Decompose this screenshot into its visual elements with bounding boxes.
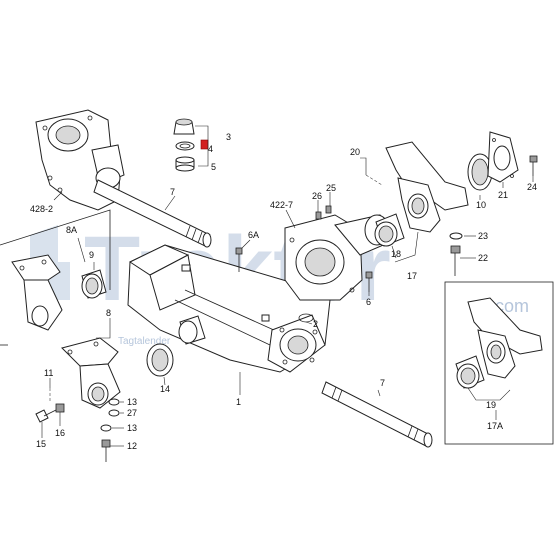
callout-8a: 8A — [66, 225, 77, 235]
seal-10 — [467, 153, 493, 191]
callout-17a: 17A — [487, 421, 503, 431]
callout-13-lower: 13 — [127, 423, 137, 433]
callout-4: 4 — [208, 144, 213, 154]
callout-9: 9 — [89, 250, 94, 260]
knuckle-17a — [467, 297, 543, 379]
callout-10: 10 — [476, 200, 486, 210]
bolt-24 — [529, 155, 538, 176]
callout-7-upper: 7 — [170, 187, 175, 197]
nut-16 — [55, 403, 65, 413]
bolt-6 — [365, 271, 373, 292]
bracket-8 — [61, 337, 121, 409]
callout-13-upper: 13 — [127, 397, 137, 407]
inset-box-17a — [444, 281, 554, 445]
callout-17: 17 — [407, 271, 417, 281]
callout-20: 20 — [350, 147, 360, 157]
callout-6: 6 — [366, 297, 371, 307]
parts-3-4-5 — [173, 118, 209, 172]
callout-labels: 3 4 5 7 428-2 20 26 25 422-7 10 21 24 23… — [30, 132, 537, 451]
callout-24: 24 — [527, 182, 537, 192]
callout-12: 12 — [127, 441, 137, 451]
callout-14: 14 — [160, 384, 170, 394]
bolt-15 — [35, 409, 57, 423]
callout-26: 26 — [312, 191, 322, 201]
callout-422-7: 422-7 — [270, 200, 293, 210]
callout-21: 21 — [498, 190, 508, 200]
axle-housing-1 — [127, 244, 331, 373]
callout-25: 25 — [326, 183, 336, 193]
washers-13-27 — [100, 398, 120, 432]
callout-1: 1 — [236, 397, 241, 407]
shaft-7-lower — [321, 381, 433, 448]
callout-11: 11 — [44, 368, 53, 378]
bushing-18 — [374, 213, 405, 247]
callout-22: 22 — [478, 253, 488, 263]
bracket-8a — [11, 254, 63, 331]
callout-19: 19 — [486, 400, 496, 410]
callout-5: 5 — [211, 162, 216, 172]
bushing-19 — [455, 355, 485, 389]
left-frame-line — [0, 209, 111, 290]
bushing-9 — [81, 269, 107, 299]
callout-15: 15 — [36, 439, 46, 449]
seal-14 — [146, 343, 174, 377]
callout-428-2: 428-2 — [30, 204, 53, 214]
callout-16: 16 — [55, 428, 65, 438]
bolt-6a — [235, 247, 243, 272]
callout-8: 8 — [106, 308, 111, 318]
callout-6a: 6A — [248, 230, 259, 240]
knuckle-17 — [385, 141, 469, 233]
bushing-mid — [178, 315, 206, 345]
callout-27: 27 — [127, 408, 137, 418]
callout-3: 3 — [226, 132, 231, 142]
shaft-7-upper — [93, 179, 212, 248]
callout-18: 18 — [391, 249, 401, 259]
callout-2: 2 — [313, 319, 318, 329]
callout-23: 23 — [478, 231, 488, 241]
bolt-12 — [101, 439, 111, 462]
leader-lines — [41, 125, 534, 447]
parts-22-23 — [449, 232, 463, 276]
callout-7-lower: 7 — [380, 378, 385, 388]
watermark-tagline: Tagtalender — [118, 336, 171, 347]
flange-21 — [487, 131, 519, 183]
bolts-25-26 — [315, 205, 332, 220]
highlight-marker — [200, 139, 209, 150]
